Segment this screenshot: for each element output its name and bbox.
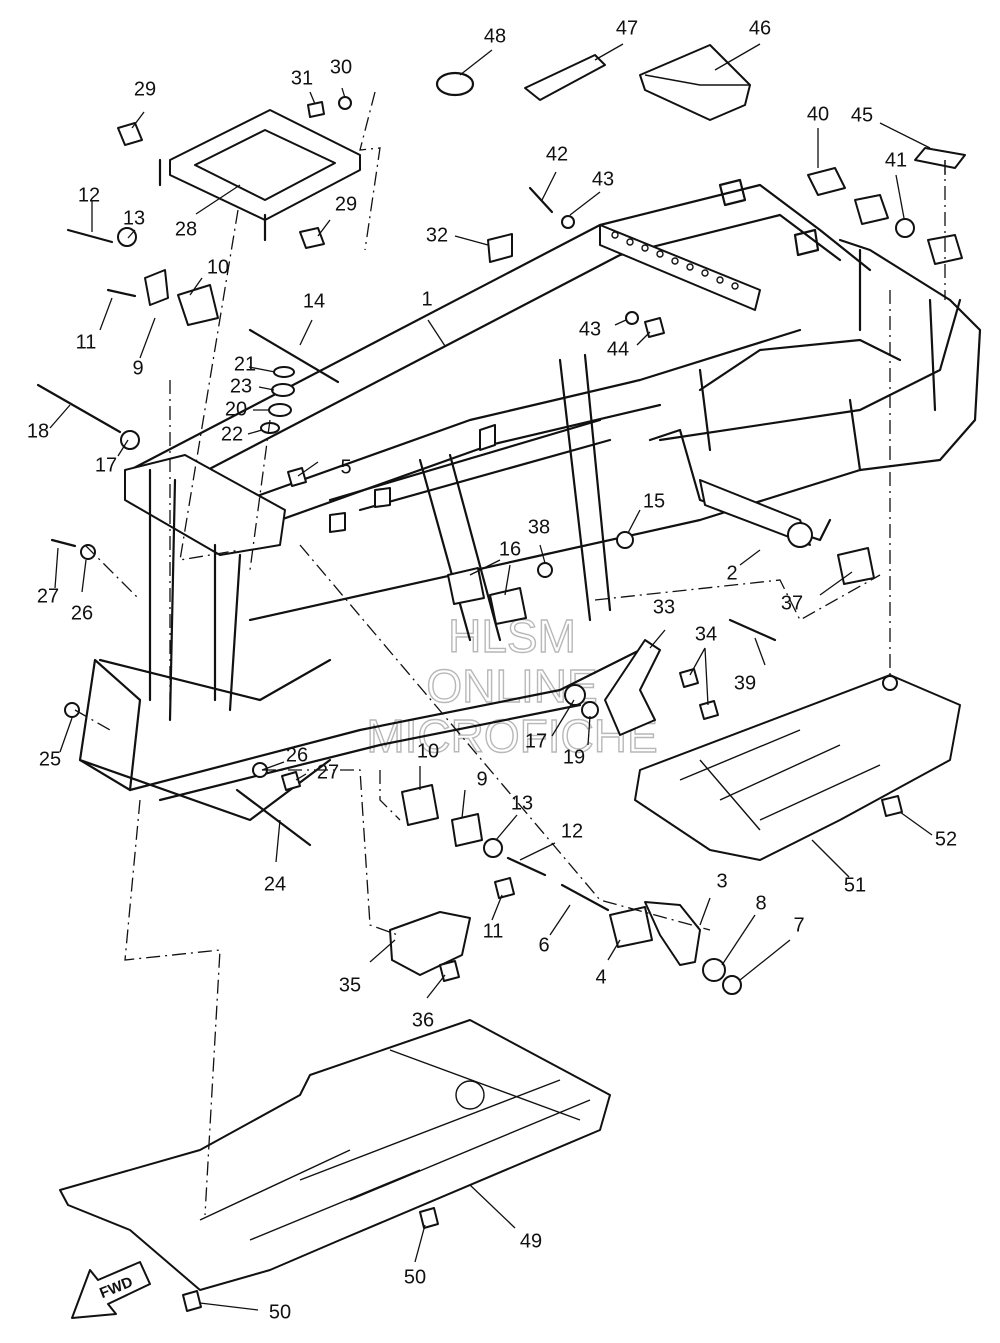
callout-12-lower: 12: [561, 820, 583, 842]
callout-39: 39: [734, 672, 756, 694]
callout-15: 15: [643, 490, 665, 512]
callout-13-lower: 13: [511, 792, 533, 814]
callout-10-upper: 10: [207, 256, 229, 278]
alignment-lines: [74, 91, 946, 1216]
main-frame: [78, 178, 982, 822]
callout-3: 3: [716, 870, 727, 892]
leader-lines: [49, 43, 946, 1311]
callout-26-left: 26: [71, 602, 93, 624]
callout-36: 36: [412, 1009, 434, 1031]
callout-6: 6: [538, 934, 549, 956]
callout-52: 52: [935, 828, 957, 850]
callout-13-upper: 13: [123, 207, 145, 229]
o-ring: [435, 71, 475, 97]
callout-9-upper: 9: [132, 357, 143, 379]
callout-18: 18: [27, 420, 49, 442]
callout-12-upper: 12: [78, 184, 100, 206]
callout-28: 28: [175, 218, 197, 240]
callout-19: 19: [563, 746, 585, 768]
callout-37: 37: [781, 592, 803, 614]
callout-48: 48: [484, 25, 506, 47]
callout-31: 31: [291, 67, 313, 89]
callout-23: 23: [230, 375, 252, 397]
callout-7: 7: [793, 914, 804, 936]
callout-17-center: 17: [525, 730, 547, 752]
callout-35: 35: [339, 974, 361, 996]
callout-41: 41: [885, 149, 907, 171]
callout-42: 42: [546, 143, 568, 165]
callout-43-upper: 43: [592, 168, 614, 190]
callout-49: 49: [520, 1230, 542, 1252]
label-sticker: [914, 147, 966, 169]
rear-skid-plate: [634, 674, 961, 861]
callout-24: 24: [264, 873, 286, 895]
callout-21: 21: [234, 353, 256, 375]
tool-pouch: [639, 44, 751, 121]
callout-46: 46: [749, 17, 771, 39]
callout-38: 38: [528, 516, 550, 538]
callout-29-right: 29: [335, 193, 357, 215]
callout-labels: 1 2 3 4 5 6 7 8 9 9 10 10 11 11 12 12 13…: [27, 17, 957, 1323]
callout-16: 16: [499, 538, 521, 560]
callout-4: 4: [595, 966, 606, 988]
seat-bracket: [169, 109, 361, 221]
callout-25: 25: [39, 748, 61, 770]
callout-2: 2: [726, 562, 737, 584]
tool-wrench: [524, 54, 606, 101]
callout-30: 30: [330, 56, 352, 78]
callout-26-lower: 26: [286, 744, 308, 766]
callout-17-left: 17: [95, 454, 117, 476]
callout-50-center: 50: [404, 1266, 426, 1288]
forward-direction-arrow: FWD: [71, 1261, 151, 1319]
callout-32: 32: [426, 224, 448, 246]
callout-11-lower: 11: [483, 920, 504, 942]
callout-43-lower: 43: [579, 318, 601, 340]
callout-51: 51: [844, 874, 866, 896]
callout-11-upper: 11: [76, 331, 97, 353]
callout-45: 45: [851, 104, 873, 126]
callout-27-lower: 27: [317, 761, 339, 783]
callout-47: 47: [616, 17, 638, 39]
callout-33: 33: [653, 596, 675, 618]
callout-20: 20: [225, 398, 247, 420]
callout-34: 34: [695, 623, 717, 645]
callout-1: 1: [421, 288, 432, 310]
callout-50-lower: 50: [269, 1301, 291, 1323]
front-skid-plate: [59, 1019, 611, 1291]
side-guard: [389, 911, 471, 976]
callout-10-lower: 10: [417, 740, 439, 762]
callout-29-upper: 29: [134, 78, 156, 100]
callout-9-lower: 9: [476, 768, 487, 790]
callout-44: 44: [607, 338, 629, 360]
callout-14: 14: [303, 290, 325, 312]
callout-40: 40: [807, 103, 829, 125]
callout-5: 5: [340, 456, 351, 478]
callout-8: 8: [755, 892, 766, 914]
callout-27-left: 27: [37, 585, 59, 607]
callout-22: 22: [221, 423, 243, 445]
